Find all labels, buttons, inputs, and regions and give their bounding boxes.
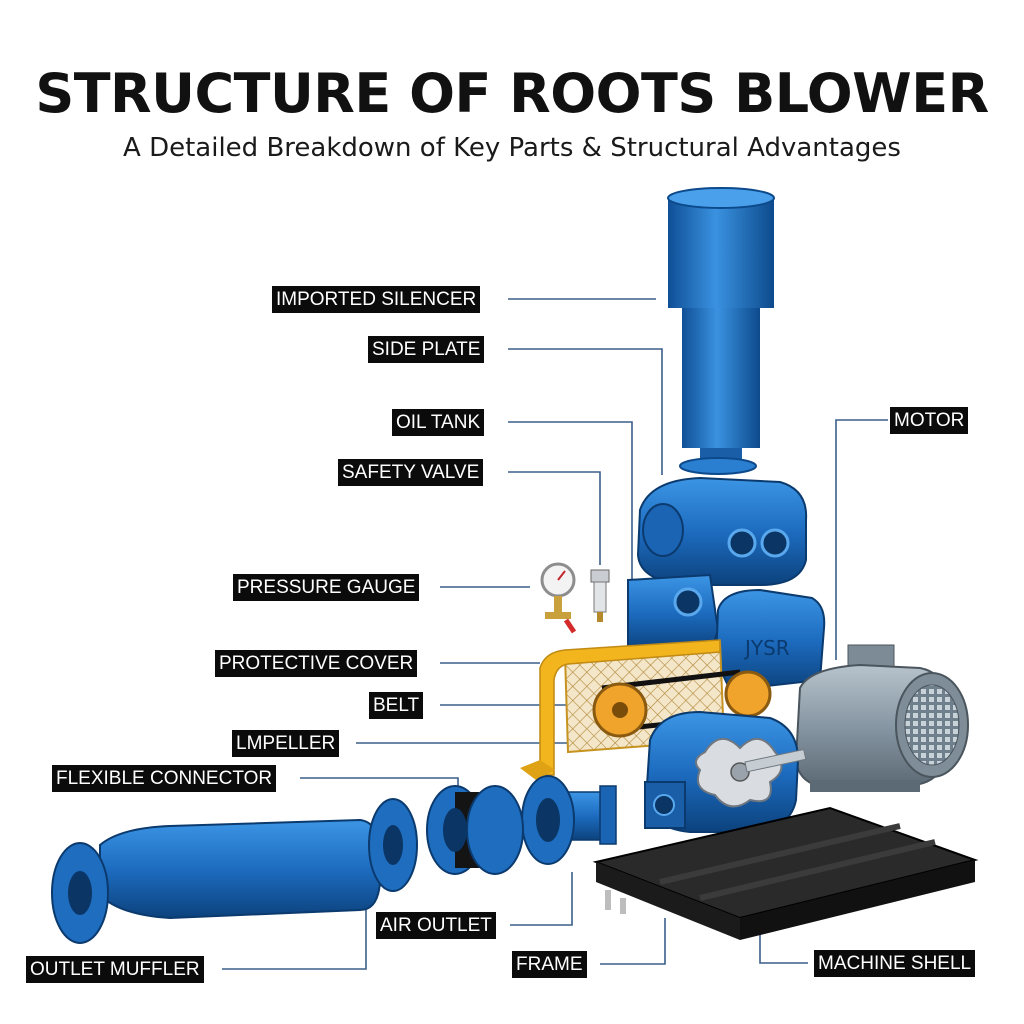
pressure-gauge (540, 562, 577, 634)
safety-valve (590, 569, 610, 622)
leader-outlet-muffler (222, 888, 367, 970)
leader-air-outlet (510, 872, 573, 926)
page-subtitle: A Detailed Breakdown of Key Parts & Stru… (123, 133, 901, 163)
oil-tank (627, 573, 720, 652)
air-outlet (521, 775, 617, 865)
label-pressure-gauge: PRESSURE GAUGE (233, 574, 420, 601)
label-flexible-connector: FLEXIBLE CONNECTOR (52, 765, 277, 792)
page-title: STRUCTURE OF ROOTS BLOWER (35, 62, 989, 125)
frame (592, 806, 979, 940)
label-machine-shell: MACHINE SHELL (814, 950, 976, 977)
outlet-muffler (51, 798, 418, 944)
label-motor: MOTOR (890, 407, 969, 434)
label-protective-cover: PROTECTIVE COVER (215, 650, 418, 677)
brand-mark: JYSR (743, 636, 790, 660)
leader-side-plate (508, 348, 663, 475)
belt-cover-box: JYSR (714, 588, 826, 692)
label-frame: FRAME (512, 951, 587, 978)
label-impeller: LMPELLER (232, 730, 340, 757)
label-air-outlet: AIR OUTLET (376, 912, 496, 939)
belt (592, 669, 772, 738)
leader-safety-valve (508, 471, 601, 565)
leader-flexible-connector (300, 777, 459, 790)
leader-frame (600, 918, 666, 965)
side-plate (636, 476, 808, 586)
flexible-connector (426, 785, 524, 875)
motor (794, 644, 969, 792)
label-imported-silencer: IMPORTED SILENCER (272, 286, 481, 313)
leader-oil-tank (508, 421, 633, 580)
impeller (695, 738, 807, 808)
label-safety-valve: SAFETY VALVE (338, 459, 484, 486)
leader-motor (835, 419, 888, 660)
label-belt: BELT (369, 692, 424, 719)
label-side-plate: SIDE PLATE (368, 336, 485, 363)
label-outlet-muffler: OUTLET MUFFLER (26, 956, 204, 983)
label-oil-tank: OIL TANK (392, 409, 485, 436)
imported-silencer (667, 187, 775, 475)
